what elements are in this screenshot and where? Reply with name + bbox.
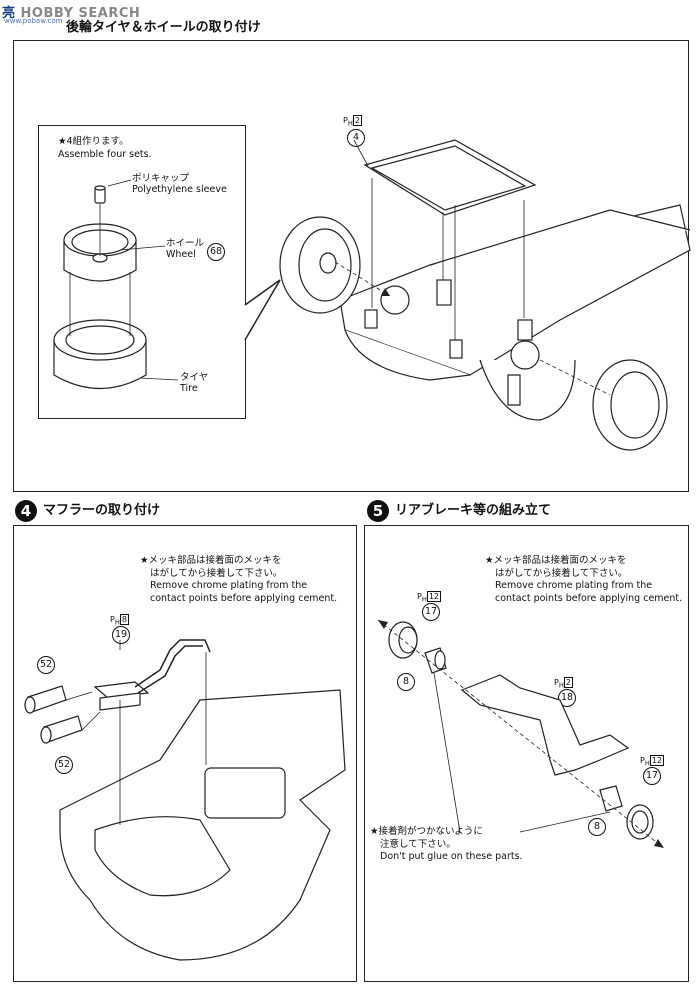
step4-number: 4	[15, 499, 37, 522]
part-18: 18	[558, 689, 576, 707]
step5-header: 5 リアブレーキ等の組み立て	[367, 499, 551, 522]
part-17-right: 17	[643, 767, 661, 785]
wheel-part-number: 68	[207, 243, 225, 261]
step4-header: 4 マフラーの取り付け	[15, 499, 160, 522]
part-17-left: 17	[422, 603, 440, 621]
part-19: 19	[112, 626, 130, 644]
step3-title: 後輪タイヤ＆ホイールの取り付け	[66, 20, 261, 35]
part-8-right: 8	[588, 818, 606, 836]
part-52-upper: 52	[37, 656, 55, 674]
part-4: 4	[347, 129, 365, 147]
step5-panel	[364, 525, 689, 982]
step5-number: 5	[367, 499, 389, 522]
step5-glue-note: ★接着剤がつかないように注意して下さい。 Don't put glue on t…	[370, 826, 523, 862]
step4-chrome-note: ★メッキ部品は接着面のメッキをはがしてから接着して下さい。 Remove chr…	[140, 555, 338, 604]
step5-chrome-note: ★メッキ部品は接着面のメッキをはがしてから接着して下さい。 Remove chr…	[485, 555, 683, 604]
inset-note: ★4組作ります。Assemble four sets.	[58, 136, 152, 160]
watermark-url: www.pobaw.com	[4, 17, 63, 25]
step5-title: リアブレーキ等の組み立て	[395, 503, 552, 518]
part-8-left: 8	[397, 673, 415, 691]
step4-title: マフラーの取り付け	[43, 503, 161, 518]
part-52-lower: 52	[55, 756, 73, 774]
watermark-logo: 亮 HOBBY SEARCH	[2, 6, 141, 21]
